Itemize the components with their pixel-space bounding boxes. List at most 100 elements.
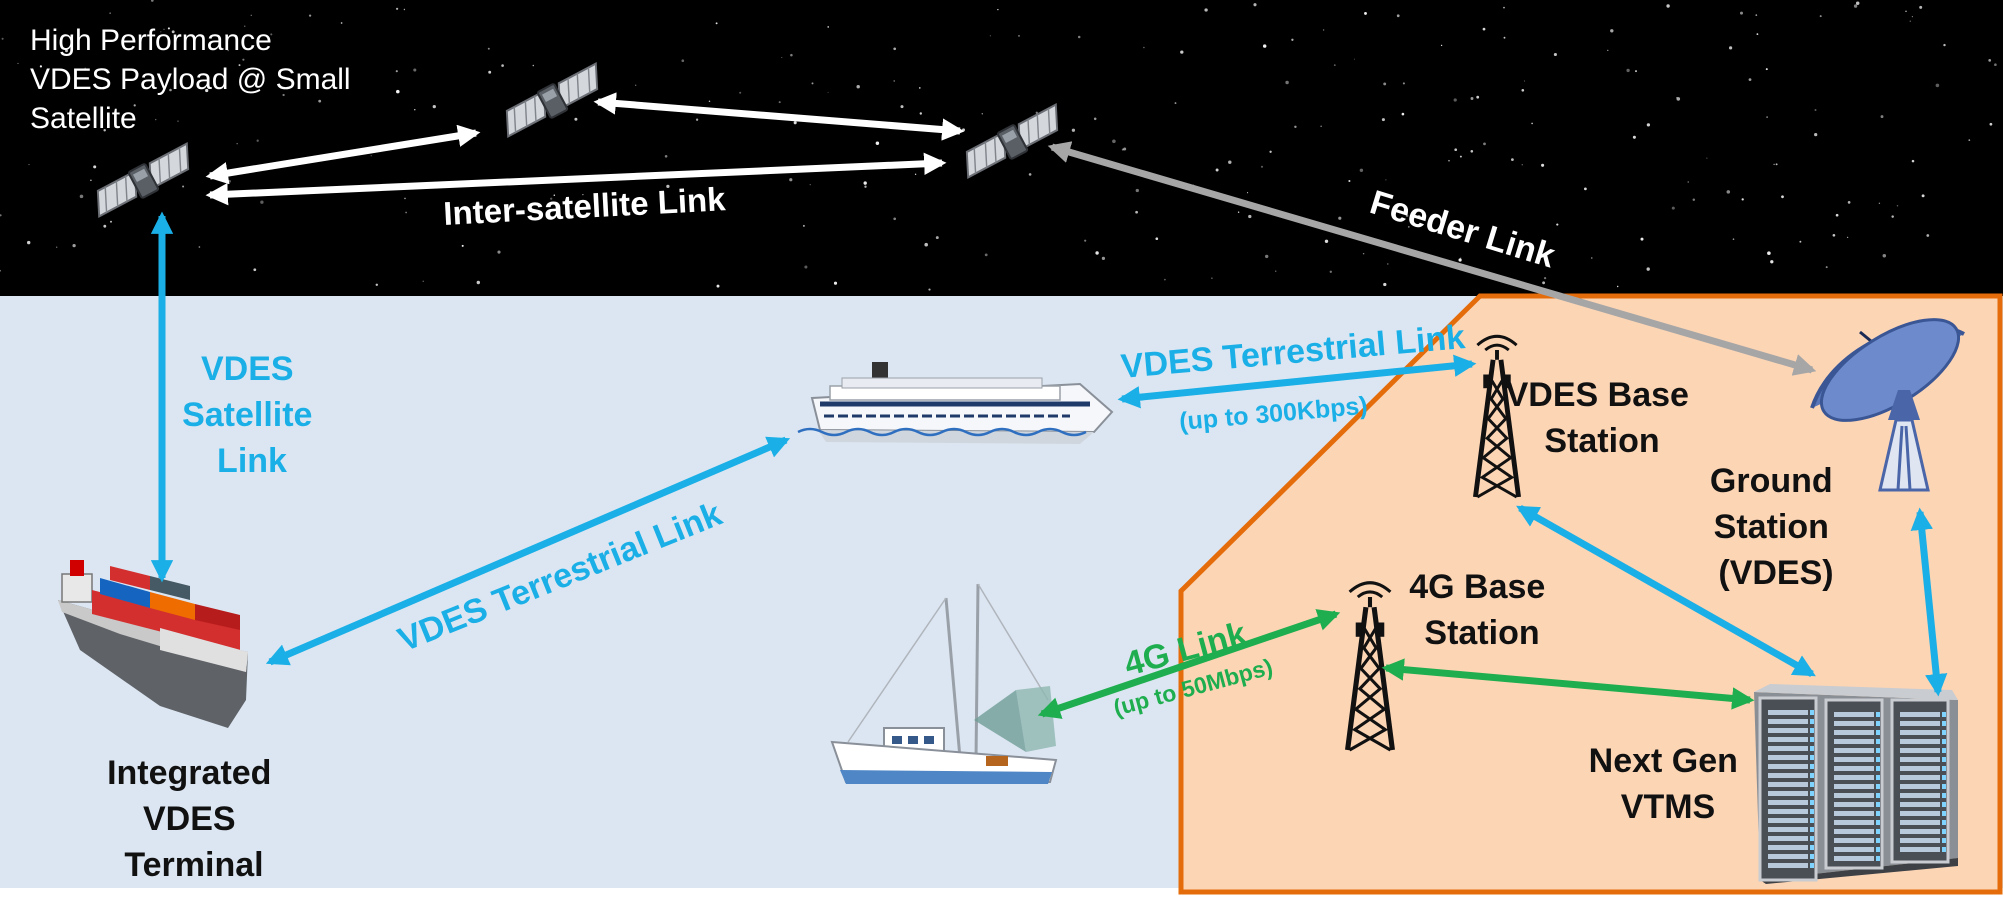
star [151, 0, 154, 2]
star [1521, 88, 1525, 92]
star [205, 88, 209, 93]
star [56, 246, 58, 248]
star [0, 214, 2, 217]
star [811, 82, 814, 85]
star [318, 99, 322, 103]
server-slot [1768, 854, 1808, 859]
star [989, 35, 991, 37]
star [1211, 277, 1213, 279]
server-slot [1768, 719, 1808, 724]
star [1740, 11, 1743, 15]
star [1666, 4, 1670, 8]
star [1617, 285, 1619, 288]
star [893, 47, 897, 51]
star [1755, 14, 1758, 16]
star [739, 91, 742, 94]
server-slot [1834, 847, 1874, 852]
star [1174, 102, 1177, 105]
server-slot [1834, 739, 1874, 744]
server-led [1810, 737, 1814, 742]
star [984, 253, 988, 257]
star [1440, 44, 1443, 47]
server-slot [1834, 856, 1874, 861]
server-slot [1768, 764, 1808, 769]
server-slot [1768, 827, 1808, 832]
server-led [1810, 800, 1814, 805]
star [919, 112, 922, 115]
star [28, 164, 30, 166]
server-slot [1900, 757, 1940, 762]
server-slot [1900, 784, 1940, 789]
star [1553, 52, 1557, 57]
star [1353, 58, 1356, 60]
star [1453, 98, 1457, 102]
star [227, 49, 230, 52]
star [109, 12, 111, 14]
server-slot [1900, 811, 1940, 816]
server-led [1810, 773, 1814, 778]
server-led [1942, 838, 1946, 843]
server-led [1810, 782, 1814, 787]
star [1911, 16, 1913, 18]
star [1028, 173, 1032, 176]
star [403, 8, 406, 11]
server-led [1810, 845, 1814, 850]
star [110, 220, 112, 223]
star [1396, 14, 1400, 18]
star [1756, 33, 1759, 35]
star [1919, 5, 1923, 9]
star [1269, 150, 1272, 153]
server-slot [1900, 793, 1940, 798]
inter-satellite-arrow-3 [205, 152, 947, 206]
fishing-boat-icon [830, 583, 1058, 784]
server-led [1876, 757, 1880, 762]
star [574, 117, 578, 121]
star [1765, 68, 1768, 71]
star [1584, 187, 1587, 191]
star [864, 185, 867, 188]
server-led [1942, 730, 1946, 735]
server-led [1876, 838, 1880, 843]
star [1164, 278, 1166, 281]
star [1671, 206, 1675, 210]
star [1729, 46, 1733, 50]
star [924, 242, 928, 247]
star [375, 283, 379, 287]
server-led [1876, 775, 1880, 780]
star [1470, 150, 1474, 153]
star [163, 28, 165, 30]
server-led [1876, 847, 1880, 852]
server-led [1876, 730, 1880, 735]
star [804, 265, 808, 269]
vdes-terrestrial-link-base-arrow [1117, 354, 1477, 409]
server-slot [1834, 721, 1874, 726]
star [1364, 11, 1367, 15]
star [414, 109, 416, 111]
star [242, 58, 245, 61]
star [1825, 266, 1828, 269]
star [395, 70, 398, 73]
server-slot [1768, 755, 1808, 760]
star [1228, 160, 1232, 164]
star [422, 280, 424, 282]
star [1799, 240, 1802, 243]
star [827, 91, 829, 93]
server-slot [1834, 712, 1874, 717]
star [708, 100, 711, 103]
server-slot [1768, 791, 1808, 796]
star [93, 165, 97, 169]
server-led [1942, 712, 1946, 717]
star [340, 22, 343, 24]
star [681, 59, 685, 63]
vtms-label: Next Gen VTMS [1589, 742, 1748, 826]
star [1726, 190, 1731, 194]
star [833, 281, 838, 285]
star [1543, 276, 1547, 280]
star [1503, 36, 1506, 39]
star [1632, 135, 1636, 139]
server-slot [1768, 845, 1808, 850]
server-led [1942, 784, 1946, 789]
star [260, 200, 264, 204]
star [1878, 202, 1881, 204]
